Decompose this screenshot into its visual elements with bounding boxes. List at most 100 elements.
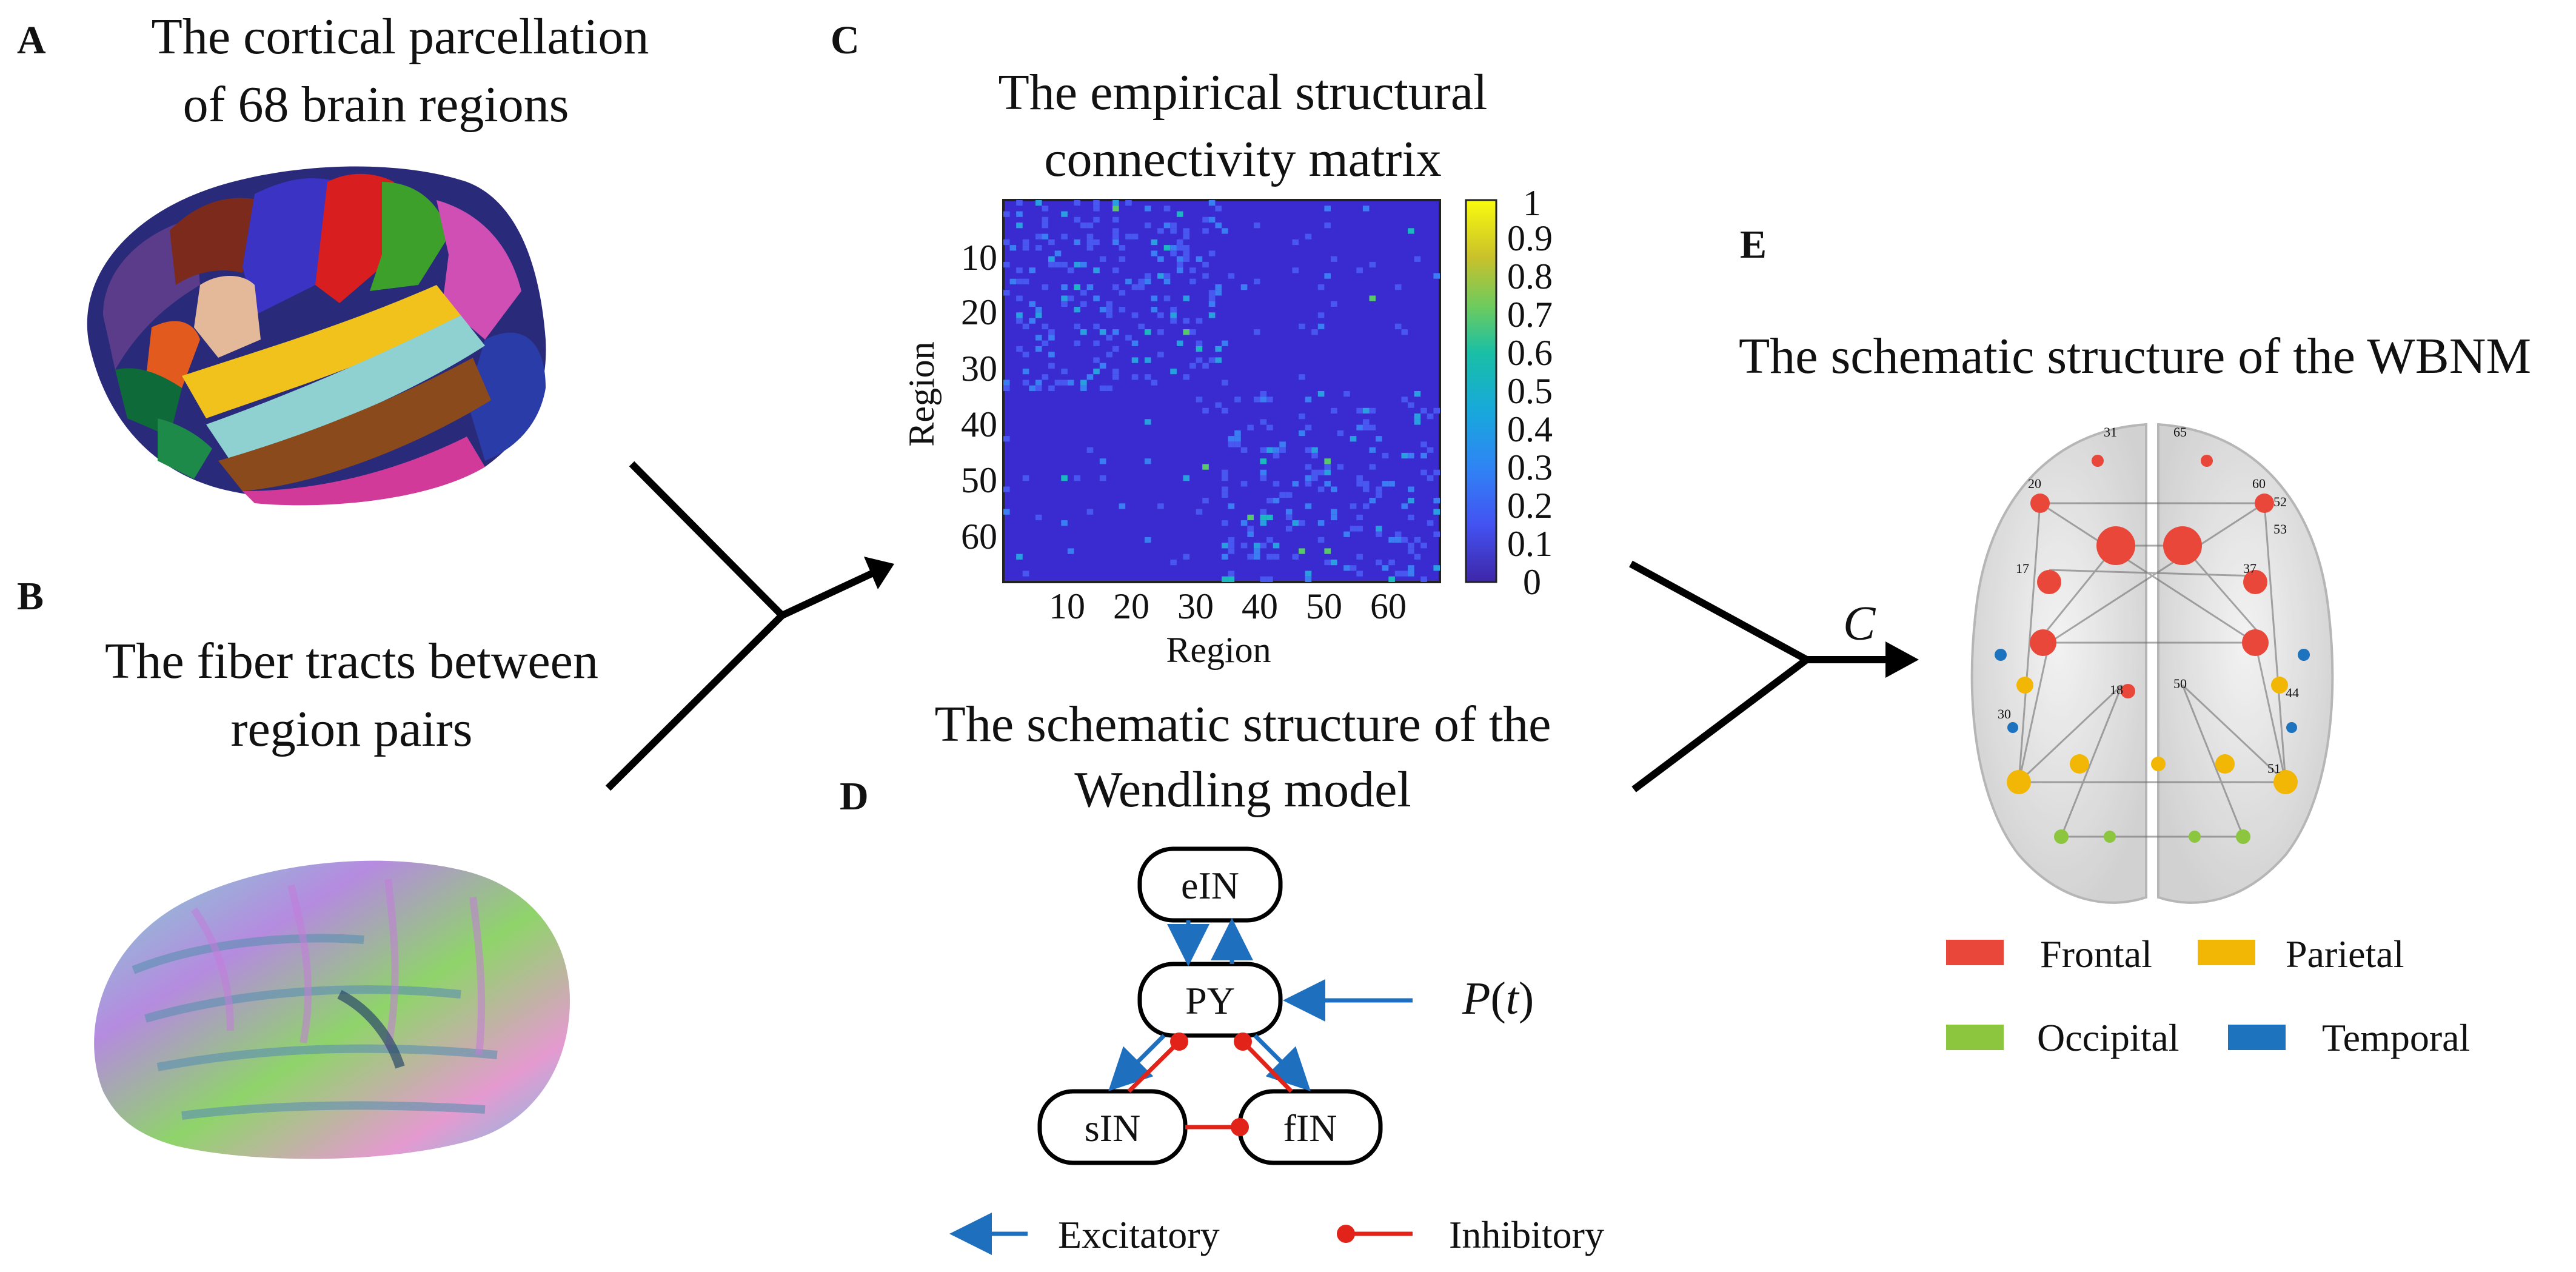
matrix-cell [1317, 469, 1325, 475]
x-tick: 10 [1049, 586, 1085, 626]
matrix-cell [1151, 307, 1158, 313]
matrix-cell [1035, 335, 1042, 341]
matrix-cell [1273, 452, 1280, 459]
matrix-cell [1356, 424, 1363, 430]
matrix-cell [1170, 312, 1177, 318]
matrix-cell [1266, 498, 1273, 504]
matrix-cell [1222, 492, 1228, 498]
matrix-cell [1208, 312, 1216, 318]
matrix-cell [1170, 368, 1177, 375]
merge-arrow-cd: C [1629, 560, 1919, 792]
panel-b-title-line2: region pairs [231, 701, 473, 757]
matrix-cell [1003, 385, 1010, 391]
matrix-cell [1183, 245, 1190, 251]
matrix-cell [1305, 447, 1312, 453]
colorbar-tick: 0.5 [1507, 371, 1553, 411]
matrix-cell [1009, 278, 1017, 284]
matrix-cell [1305, 424, 1312, 430]
legend-excitatory: Excitatory [949, 1213, 1220, 1256]
matrix-cell [1125, 233, 1132, 239]
matrix-cell [1408, 228, 1414, 234]
matrix-cell [1376, 531, 1382, 537]
x-tick: 40 [1242, 586, 1278, 626]
matrix-cell [1356, 407, 1363, 414]
matrix-cell [1208, 200, 1216, 206]
matrix-cell [1408, 486, 1414, 492]
matrix-cell [1035, 233, 1042, 239]
matrix-cell [1003, 509, 1010, 515]
matrix-cell [1362, 419, 1370, 425]
node-number: 30 [1998, 706, 2011, 721]
matrix-cell [1131, 357, 1139, 363]
node-number: 20 [2028, 476, 2041, 491]
node-sin: sIN [1037, 1089, 1188, 1165]
matrix-cell [1317, 520, 1325, 526]
matrix-cell [1208, 295, 1216, 301]
matrix-cell [1022, 368, 1029, 375]
matrix-cell [1273, 498, 1280, 504]
matrix-cell [1093, 295, 1100, 301]
matrix-cell [1157, 312, 1164, 318]
matrix-cell [1369, 447, 1376, 453]
legend-occipital: Occipital [1946, 1016, 2180, 1059]
occipital-nodes [2054, 829, 2250, 844]
matrix-cell [1099, 329, 1106, 335]
matrix-cell [1176, 340, 1183, 346]
matrix-cell [1035, 200, 1042, 206]
matrix-cell [1131, 312, 1139, 318]
panel-e-title: The schematic structure of the WBNM [1739, 328, 2531, 384]
matrix-cell [1285, 526, 1293, 532]
matrix-cell [1311, 469, 1318, 475]
node-number: 60 [2252, 476, 2266, 491]
matrix-cell [1324, 464, 1331, 470]
matrix-cell [1080, 223, 1087, 229]
matrix-cell [1163, 223, 1171, 229]
matrix-cell [1228, 548, 1235, 554]
matrix-cell [1401, 503, 1408, 509]
matrix-cell [1420, 469, 1427, 475]
matrix-cell [1401, 329, 1408, 335]
matrix-cell [1222, 520, 1228, 526]
matrix-cell [1228, 273, 1235, 279]
matrix-cell [1144, 458, 1151, 464]
matrix-cell [1433, 498, 1440, 504]
matrix-cell [1337, 464, 1344, 470]
matrix-cell [1016, 278, 1023, 284]
matrix-cell [1228, 576, 1235, 582]
matrix-cell [1196, 346, 1203, 352]
matrix-cell [1414, 419, 1421, 425]
matrix-cell [1247, 424, 1254, 430]
matrix-x-ticks: 10 20 30 40 50 60 [1049, 586, 1407, 626]
matrix-cell [1183, 554, 1190, 560]
matrix-cell [1215, 290, 1222, 296]
node-sin-label: sIN [1085, 1106, 1140, 1150]
matrix-cell [1202, 407, 1209, 414]
matrix-cell [1106, 352, 1112, 358]
matrix-cell [1196, 357, 1203, 363]
matrix-cell [1266, 537, 1273, 543]
matrix-cell [1163, 245, 1171, 251]
matrix-cell [1414, 256, 1421, 262]
panel-d: D The schematic structure of the Wendlin… [840, 696, 1604, 1256]
matrix-cell [1388, 576, 1395, 582]
colorbar-tick: 0.9 [1507, 218, 1553, 258]
matrix-cell [1292, 239, 1299, 246]
matrix-cell [1067, 548, 1074, 554]
matrix-cell [1324, 548, 1331, 554]
matrix-cell [1215, 223, 1222, 229]
matrix-cell [1067, 380, 1074, 386]
x-tick: 50 [1306, 586, 1342, 626]
matrix-cell [1228, 441, 1235, 447]
legend-occipital-label: Occipital [2037, 1016, 2180, 1059]
matrix-y-label: Region [902, 341, 942, 446]
matrix-cell [1106, 301, 1112, 307]
matrix-cell [1266, 424, 1273, 430]
matrix-cell [1408, 571, 1414, 577]
matrix-cell [1035, 312, 1042, 318]
matrix-cell [1048, 256, 1055, 262]
matrix-cell [1350, 526, 1357, 532]
matrix-cell [1157, 329, 1164, 335]
matrix-cell [1048, 363, 1055, 369]
matrix-cell [1356, 514, 1363, 521]
matrix-cell [1035, 346, 1042, 352]
